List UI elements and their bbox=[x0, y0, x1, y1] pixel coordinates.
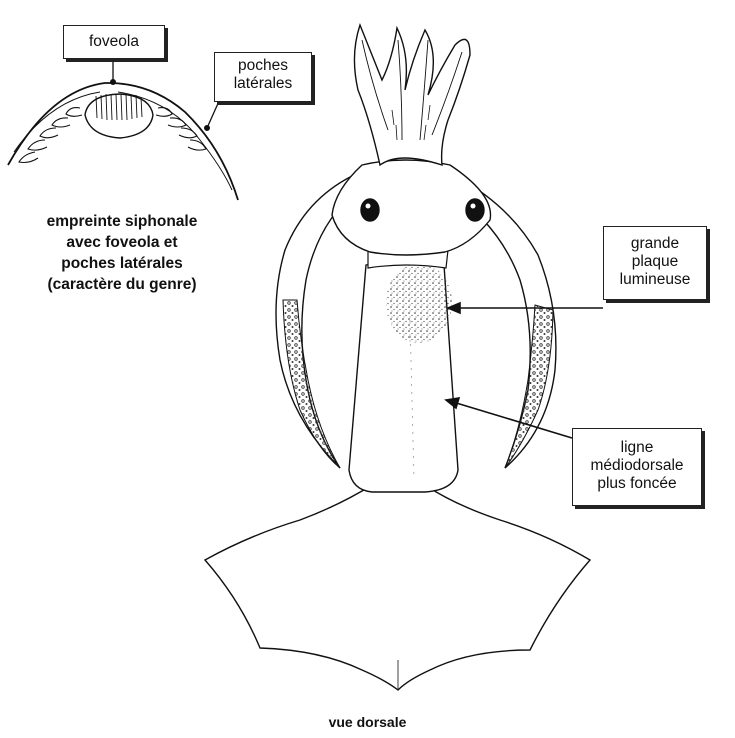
arms bbox=[354, 25, 470, 165]
siphonal-caption: empreinte siphonale avec foveola et poch… bbox=[12, 211, 232, 295]
lateral-pockets-left bbox=[19, 108, 82, 163]
caption-line-1: empreinte siphonale bbox=[12, 211, 232, 232]
label-grande-plaque: grande plaque lumineuse bbox=[603, 226, 707, 300]
siphonal-imprint-drawing bbox=[8, 60, 238, 200]
label-ligne-mediodorsale: ligne médiodorsale plus foncée bbox=[572, 428, 702, 506]
squid-body bbox=[205, 25, 590, 690]
caption-line-4: (caractère du genre) bbox=[12, 274, 232, 295]
label-poches-line2: latérales bbox=[215, 75, 311, 93]
label-poches-laterales: poches latérales bbox=[214, 52, 312, 102]
right-eye bbox=[466, 199, 484, 221]
caption-line-2: avec foveola et bbox=[12, 232, 232, 253]
label-foveola: foveola bbox=[63, 25, 165, 59]
label-ligne-line1: ligne bbox=[573, 439, 701, 457]
lateral-pockets-right bbox=[156, 108, 206, 151]
caption-line-3: poches latérales bbox=[12, 253, 232, 274]
label-grande-line1: grande bbox=[604, 235, 706, 253]
label-ligne-line2: médiodorsale bbox=[573, 457, 701, 475]
foveola-ridges bbox=[96, 94, 142, 120]
label-grande-line2: plaque bbox=[604, 253, 706, 271]
label-foveola-text: foveola bbox=[64, 26, 164, 58]
view-title: vue dorsale bbox=[300, 714, 435, 730]
label-ligne-line3: plus foncée bbox=[573, 475, 701, 493]
label-grande-line3: lumineuse bbox=[604, 271, 706, 289]
view-title-text: vue dorsale bbox=[300, 714, 435, 730]
left-eye bbox=[361, 199, 379, 221]
fins bbox=[205, 485, 590, 690]
grande-plaque-spot bbox=[386, 263, 452, 343]
label-poches-line1: poches bbox=[215, 57, 311, 75]
